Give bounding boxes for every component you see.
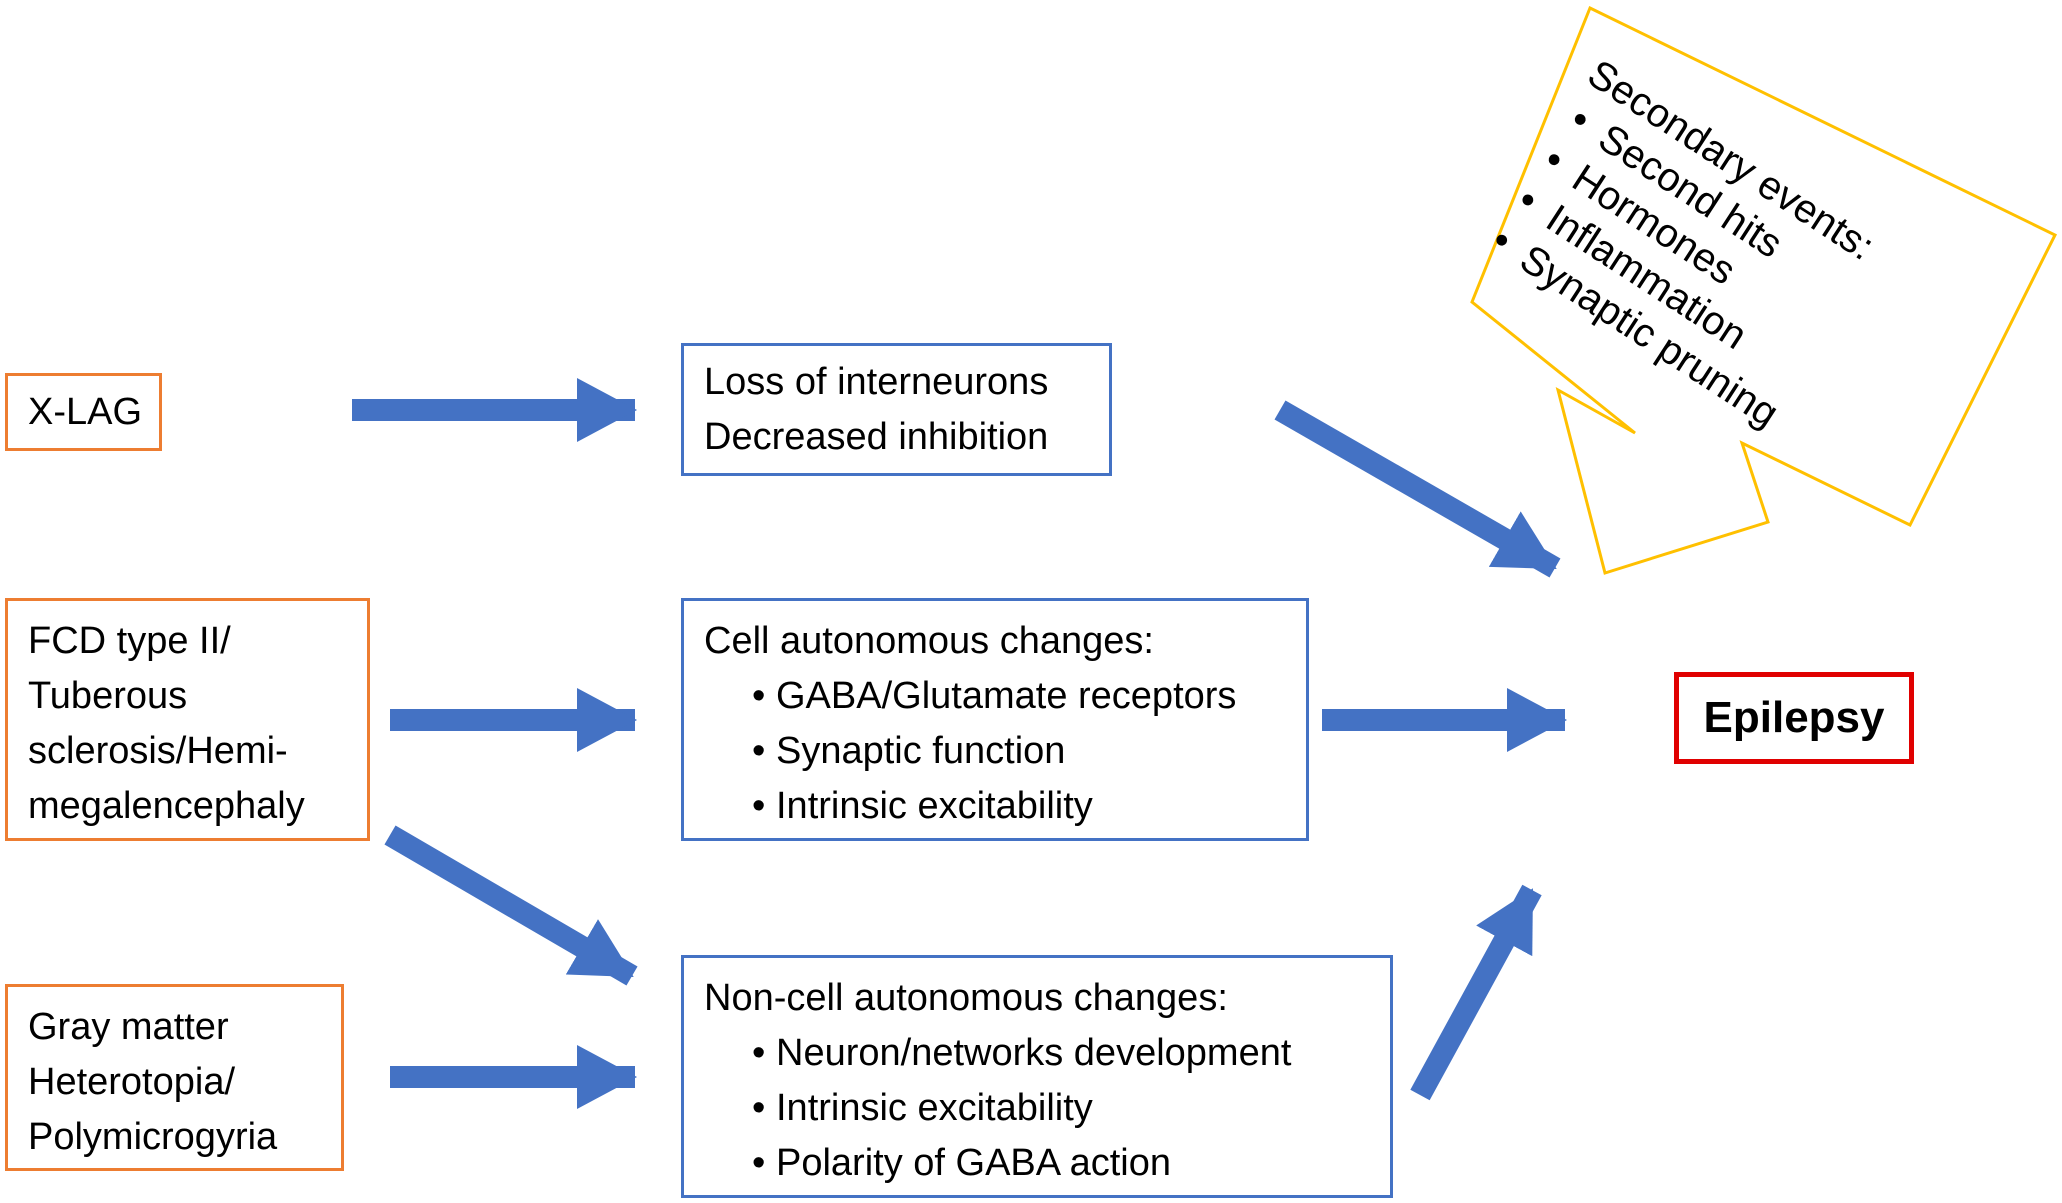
input-gray-matter-line: Gray matter [28, 1006, 229, 1048]
cell-autonomous-list: GABA/Glutamate receptors Synaptic functi… [704, 669, 1306, 834]
epilepsy-label: Epilepsy [1703, 693, 1885, 742]
input-xlag-box: X-LAG [5, 373, 162, 451]
input-fcd-line: Tuberous [28, 675, 188, 717]
non-cell-autonomous-title: Non-cell autonomous changes: [704, 977, 1228, 1019]
input-fcd-line: FCD type II/ [28, 620, 231, 662]
arrow-non-cell-to-epilepsy [1410, 884, 1542, 1101]
input-fcd-line: sclerosis/Hemi- [28, 730, 288, 772]
cell-autonomous-title: Cell autonomous changes: [704, 620, 1154, 662]
arrow-interneurons-to-epilepsy [1274, 400, 1561, 578]
input-gray-matter-line: Polymicrogyria [28, 1116, 278, 1158]
interneurons-line-1: Loss of interneurons [704, 361, 1049, 403]
interneurons-box: Loss of interneurons Decreased inhibitio… [681, 343, 1112, 476]
cell-autonomous-item: Synaptic function [704, 724, 1306, 779]
non-cell-autonomous-item: Polarity of GABA action [704, 1136, 1390, 1191]
input-gray-matter-line: Heterotopia/ [28, 1061, 236, 1103]
cell-autonomous-item: GABA/Glutamate receptors [704, 669, 1306, 724]
input-fcd-box: FCD type II/ Tuberous sclerosis/Hemi- me… [5, 598, 370, 841]
arrow-fcd-to-non-cell [384, 825, 638, 986]
input-xlag-label: X-LAG [28, 391, 143, 433]
input-gray-matter-box: Gray matter Heterotopia/ Polymicrogyria [5, 984, 344, 1171]
cell-autonomous-box: Cell autonomous changes: GABA/Glutamate … [681, 598, 1309, 841]
non-cell-autonomous-item: Intrinsic excitability [704, 1081, 1390, 1136]
non-cell-autonomous-list: Neuron/networks development Intrinsic ex… [704, 1026, 1390, 1191]
non-cell-autonomous-box: Non-cell autonomous changes: Neuron/netw… [681, 955, 1393, 1198]
interneurons-line-2: Decreased inhibition [704, 416, 1049, 458]
non-cell-autonomous-item: Neuron/networks development [704, 1026, 1390, 1081]
epilepsy-box: Epilepsy [1674, 672, 1914, 764]
input-fcd-line: megalencephaly [28, 785, 305, 827]
cell-autonomous-item: Intrinsic excitability [704, 779, 1306, 834]
